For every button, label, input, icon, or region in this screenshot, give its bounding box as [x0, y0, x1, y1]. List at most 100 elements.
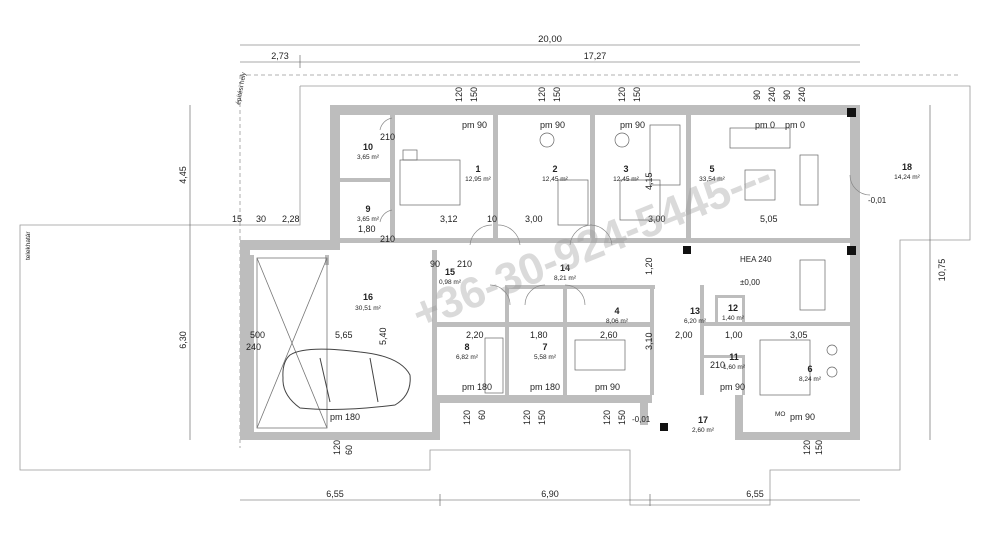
svg-text:150: 150: [617, 410, 627, 425]
svg-text:3,10: 3,10: [644, 332, 654, 350]
svg-text:240: 240: [797, 87, 807, 102]
svg-text:3,05: 3,05: [790, 330, 808, 340]
svg-text:8,21 m²: 8,21 m²: [554, 275, 577, 282]
window-dims-top: 120 150 120 150 120 150 90 240 90 240: [454, 87, 807, 102]
window-dims-bottom: 120 60 120 60 120 150 120 150 120 150: [332, 410, 824, 455]
svg-text:12,45 m²: 12,45 m²: [613, 176, 639, 183]
dim-bottom-left: 6,55: [326, 489, 344, 499]
svg-text:2,28: 2,28: [282, 214, 300, 224]
svg-text:5,05: 5,05: [760, 214, 778, 224]
svg-text:150: 150: [537, 410, 547, 425]
svg-text:3,00: 3,00: [648, 214, 666, 224]
svg-text:30,51 m²: 30,51 m²: [355, 305, 381, 312]
svg-text:pm 180: pm 180: [462, 382, 492, 392]
svg-text:60: 60: [477, 410, 487, 420]
svg-text:150: 150: [552, 87, 562, 102]
svg-text:90: 90: [430, 259, 440, 269]
dim-left-bottom: 6,30: [178, 331, 188, 349]
svg-text:210: 210: [380, 234, 395, 244]
svg-text:8,24 m²: 8,24 m²: [799, 376, 822, 383]
svg-text:8: 8: [464, 342, 469, 352]
room-4: 4 8,06 m²: [606, 306, 629, 325]
car-icon: [282, 348, 411, 410]
svg-text:pm 90: pm 90: [462, 120, 487, 130]
svg-text:17: 17: [698, 415, 708, 425]
svg-text:120: 120: [617, 87, 627, 102]
room-7: 7 5,58 m²: [534, 342, 557, 361]
svg-text:10: 10: [487, 214, 497, 224]
svg-text:3,12: 3,12: [440, 214, 458, 224]
svg-text:pm 90: pm 90: [595, 382, 620, 392]
svg-text:5,58 m²: 5,58 m²: [534, 354, 557, 361]
svg-text:1: 1: [475, 164, 480, 174]
room-9: 93,65 m²: [357, 204, 380, 223]
svg-text:15: 15: [232, 214, 242, 224]
svg-text:2,00: 2,00: [675, 330, 693, 340]
dim-overall-width: 20,00: [538, 34, 562, 45]
svg-text:7: 7: [542, 342, 547, 352]
furniture: [399, 124, 838, 396]
parapet-labels: pm 90 pm 90 pm 90 pm 0 pm 0 pm 180 pm 18…: [330, 120, 815, 422]
svg-text:500: 500: [250, 330, 265, 340]
svg-text:60: 60: [344, 445, 354, 455]
svg-text:15: 15: [445, 267, 455, 277]
dim-top-left: 2,73: [271, 51, 289, 61]
dim-left-top: 4,45: [178, 166, 188, 184]
label-elevation-minus-1: -0,01: [868, 196, 887, 205]
svg-text:3,65 m²: 3,65 m²: [357, 216, 380, 223]
svg-text:210: 210: [380, 132, 395, 142]
svg-text:30: 30: [256, 214, 266, 224]
svg-text:240: 240: [246, 342, 261, 352]
svg-text:1,80: 1,80: [358, 224, 376, 234]
svg-text:33,54 m²: 33,54 m²: [699, 176, 725, 183]
room-5: 5 33,54 m²: [699, 164, 725, 183]
svg-text:3: 3: [623, 164, 628, 174]
svg-text:11: 11: [729, 352, 739, 362]
svg-text:8,06 m²: 8,06 m²: [606, 318, 629, 325]
label-elevation-zero: ±0,00: [740, 278, 761, 287]
svg-text:150: 150: [632, 87, 642, 102]
svg-text:1,00: 1,00: [725, 330, 743, 340]
label-microwave: MO: [775, 411, 785, 418]
svg-text:2,20: 2,20: [466, 330, 484, 340]
room-15: 15 0,98 m²: [439, 267, 462, 286]
svg-text:90: 90: [752, 90, 762, 100]
svg-text:14,24 m²: 14,24 m²: [894, 174, 920, 181]
room-8: 86,82 m²: [456, 342, 479, 361]
room-13: 136,20 m²: [684, 306, 707, 325]
room-14: 148,21 m²: [554, 263, 577, 282]
svg-text:16: 16: [363, 292, 373, 302]
svg-text:pm 180: pm 180: [530, 382, 560, 392]
svg-text:120: 120: [332, 440, 342, 455]
svg-text:3,65 m²: 3,65 m²: [357, 154, 380, 161]
svg-text:120: 120: [602, 410, 612, 425]
svg-text:120: 120: [454, 87, 464, 102]
svg-text:210: 210: [710, 360, 725, 370]
dimension-lines: [189, 44, 931, 506]
room-1: 112,95 m²: [465, 164, 491, 183]
svg-text:1,80: 1,80: [530, 330, 548, 340]
svg-text:12: 12: [728, 303, 738, 313]
svg-text:4: 4: [614, 306, 619, 316]
svg-text:3,00: 3,00: [525, 214, 543, 224]
svg-text:pm 180: pm 180: [330, 412, 360, 422]
room-16: 16 30,51 m²: [355, 292, 381, 312]
svg-text:pm 90: pm 90: [720, 382, 745, 392]
svg-text:13: 13: [690, 306, 700, 316]
svg-text:5,40: 5,40: [378, 327, 388, 345]
svg-text:120: 120: [802, 440, 812, 455]
svg-text:210: 210: [457, 259, 472, 269]
svg-text:pm 90: pm 90: [620, 120, 645, 130]
svg-text:1,20: 1,20: [644, 257, 654, 275]
svg-text:5: 5: [709, 164, 714, 174]
room-10: 103,65 m²: [357, 142, 380, 161]
dim-top-right: 17,27: [584, 51, 607, 61]
svg-text:pm 90: pm 90: [790, 412, 815, 422]
svg-text:90: 90: [782, 90, 792, 100]
svg-text:0,98 m²: 0,98 m²: [439, 279, 462, 286]
svg-text:pm 90: pm 90: [540, 120, 565, 130]
svg-text:240: 240: [767, 87, 777, 102]
svg-text:2,60 m²: 2,60 m²: [692, 427, 715, 434]
room-11: 11 1,60 m²: [723, 352, 746, 371]
svg-text:1,60 m²: 1,60 m²: [723, 364, 746, 371]
